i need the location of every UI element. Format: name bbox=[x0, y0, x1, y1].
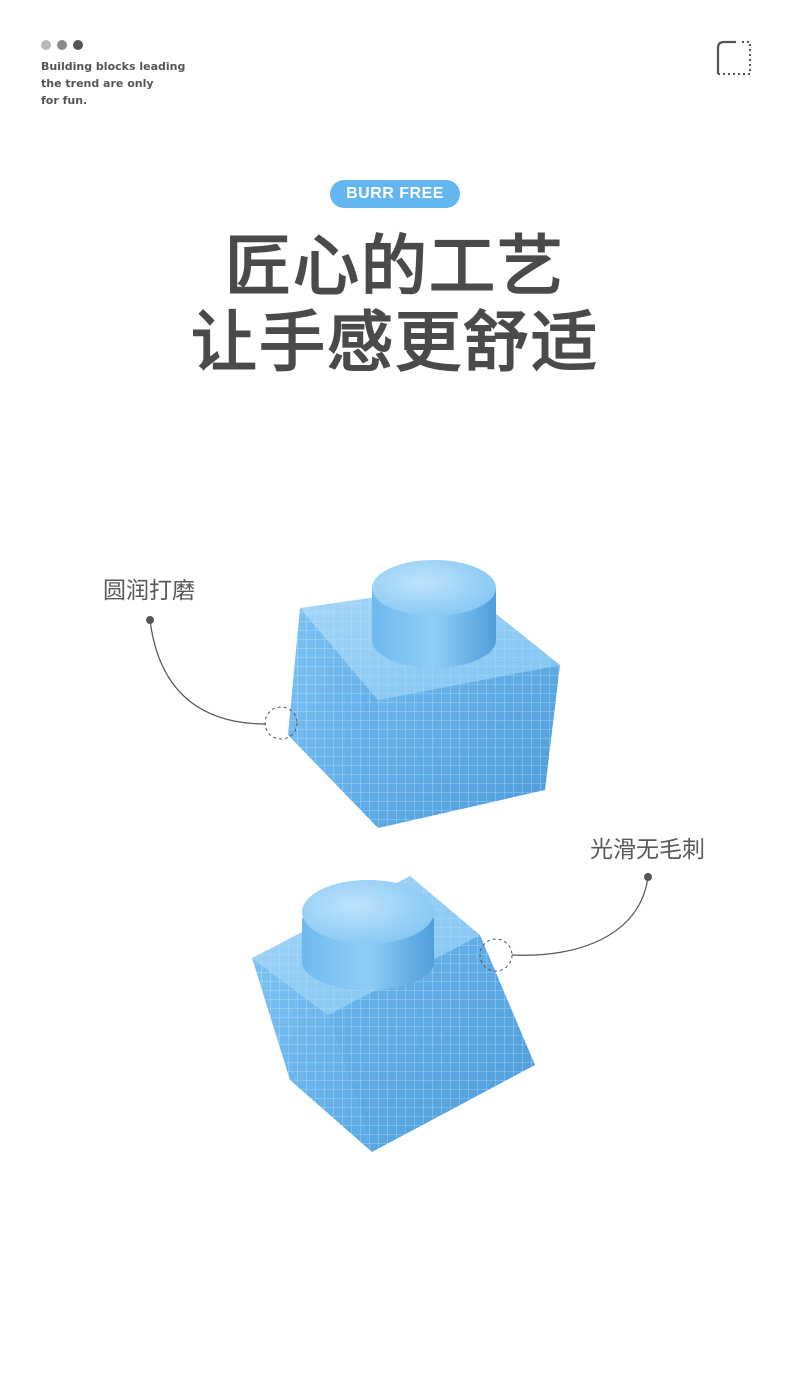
dot-light bbox=[41, 40, 51, 50]
burr-free-badge: BURR FREE bbox=[330, 180, 460, 208]
block-lower bbox=[252, 876, 535, 1152]
dots-indicator bbox=[41, 40, 83, 50]
headline-line-1: 匠心的工艺 bbox=[225, 228, 565, 305]
callout-connector-2 bbox=[479, 873, 652, 972]
tagline-line-2: the trend are only bbox=[41, 77, 154, 90]
tagline: Building blocks leading the trend are on… bbox=[41, 58, 201, 109]
callout-rounded-polish: 圆润打磨 bbox=[103, 578, 195, 604]
dot-dark bbox=[73, 40, 83, 50]
corner-frame-icon bbox=[716, 40, 751, 75]
tagline-line-3: for fun. bbox=[41, 94, 88, 107]
callout-smooth-no-burr: 光滑无毛刺 bbox=[590, 837, 705, 863]
block-upper bbox=[288, 560, 560, 828]
callout-connector-1 bbox=[146, 616, 298, 740]
tagline-line-1: Building blocks leading bbox=[41, 60, 186, 73]
dot-mid bbox=[57, 40, 67, 50]
headline-line-2: 让手感更舒适 bbox=[191, 304, 599, 381]
